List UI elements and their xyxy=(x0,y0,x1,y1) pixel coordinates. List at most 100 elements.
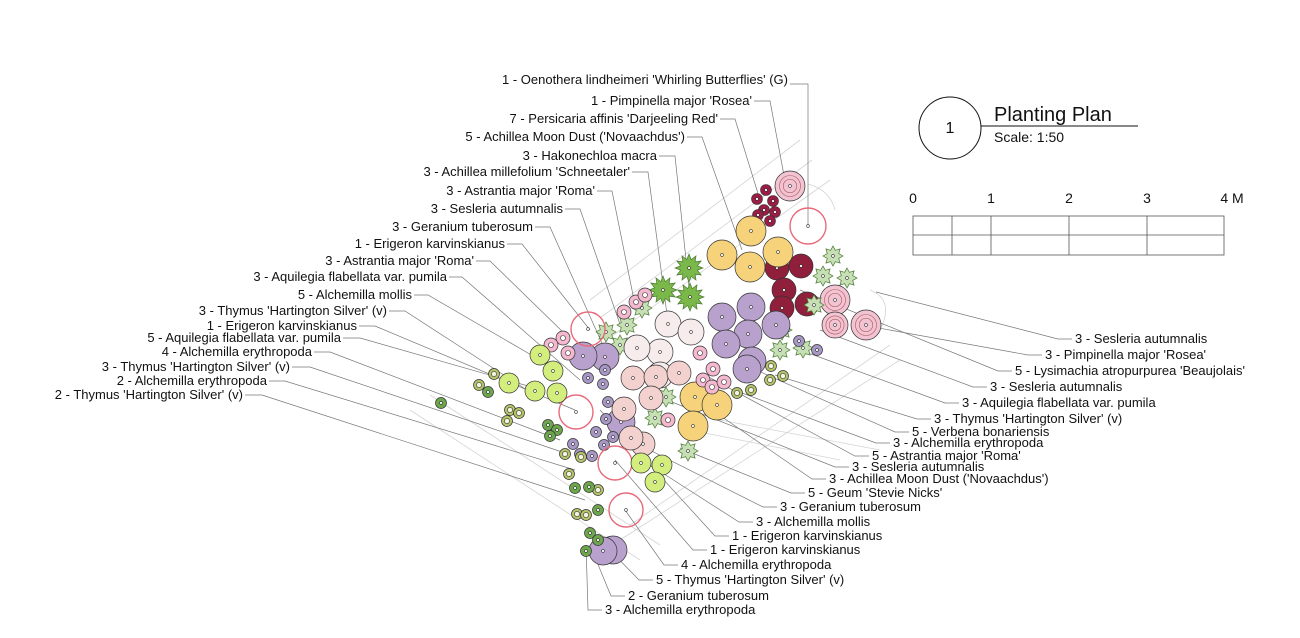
leader-line xyxy=(659,155,691,298)
plant-centre-dot xyxy=(689,330,693,334)
leader-line xyxy=(476,260,567,336)
plant-centre-dot xyxy=(573,486,577,490)
erigeron-symbol xyxy=(608,492,644,528)
plant-centre-dot xyxy=(693,395,697,399)
plant-centre-dot xyxy=(631,376,635,380)
plant-centre-dot xyxy=(590,454,594,458)
leader-line xyxy=(741,392,890,444)
leader-line xyxy=(389,310,531,393)
plant-label: 3 - Geranium tuberosum xyxy=(392,219,533,234)
plant-label: 5 - Geum 'Stevie Nicks' xyxy=(808,485,942,500)
plant-label: 4 - Alchemilla erythropoda xyxy=(681,557,832,572)
drawing-number: 1 xyxy=(946,120,955,137)
plant-label: 3 - Thymus 'Hartington Silver' (v) xyxy=(934,411,1122,426)
plant-centre-dot xyxy=(677,371,681,375)
leader-line xyxy=(704,374,869,457)
plant-centre-dot xyxy=(812,303,816,307)
thymus-centre xyxy=(476,382,482,388)
plant-centre-dot xyxy=(773,210,777,214)
thymus-centre xyxy=(562,451,568,457)
plant-centre-dot xyxy=(776,250,780,254)
plant-centre-dot xyxy=(603,368,607,372)
astrantia-centre xyxy=(700,377,706,383)
leader-line xyxy=(292,366,566,454)
plant-label: 3 - Thymus 'Hartington Silver' (v) xyxy=(102,359,290,374)
plant-centre-dot xyxy=(555,428,559,432)
plant-centre-dot xyxy=(780,306,784,310)
plant-label: 2 - Thymus 'Hartington Silver' (v) xyxy=(55,387,243,402)
plant-centre-dot xyxy=(720,253,724,257)
thymus-centre xyxy=(504,418,510,424)
leader-line xyxy=(314,351,561,441)
erigeron-symbol xyxy=(789,207,827,245)
plant-label: 1 - Oenothera lindheimeri 'Whirling Butt… xyxy=(502,72,788,87)
scale-bar: 0 1 2 3 4 M xyxy=(909,190,1244,256)
leader-line xyxy=(245,394,586,501)
plan-title: Planting Plan xyxy=(994,104,1112,126)
plant-label: 5 - Aquilegia flabellata var. pumila xyxy=(147,330,341,345)
leader-line xyxy=(687,136,743,251)
plant-label: 5 - Alchemilla mollis xyxy=(298,287,413,302)
plant-centre-dot xyxy=(833,323,837,327)
plant-centre-dot xyxy=(596,508,600,512)
plant-centre-dot xyxy=(439,401,443,405)
plant-centre-dot xyxy=(548,434,552,438)
plant-centre-dot xyxy=(821,274,825,278)
plant-centre-dot xyxy=(764,188,768,192)
plant-centre-dot xyxy=(654,375,658,379)
pimpinella-inner-ring xyxy=(779,175,801,197)
thymus-centre xyxy=(507,407,513,413)
plant-centre-dot xyxy=(688,295,692,299)
leader-line xyxy=(649,464,753,523)
plant-centre-dot xyxy=(724,342,728,346)
plant-label: 3 - Sesleria autumnalis xyxy=(990,379,1123,394)
plant-centre-dot xyxy=(594,430,598,434)
plant-centre-dot xyxy=(845,276,849,280)
astrantia-centre xyxy=(709,384,715,390)
plant-label: 3 - Pimpinella major 'Rosea' xyxy=(1045,347,1206,362)
plant-label: 2 - Alchemilla erythropoda xyxy=(117,373,268,388)
leader-line xyxy=(507,243,591,331)
plant-label: 3 - Sesleria autumnalis xyxy=(1075,331,1208,346)
plant-label: 3 - Alchemilla mollis xyxy=(756,514,871,529)
plant-label: 5 - Astrantia major 'Roma' xyxy=(872,448,1021,463)
plant-centre-dot xyxy=(586,376,590,380)
plant-centre-dot xyxy=(756,213,760,217)
thymus-centre xyxy=(768,363,774,369)
plant-centre-dot xyxy=(606,400,610,404)
scale-label: 0 xyxy=(909,190,917,206)
leader-line xyxy=(774,374,931,420)
plant-label: 5 - Verbena bonariensis xyxy=(912,424,1050,439)
plant-centre-dot xyxy=(746,332,750,336)
thymus-centre xyxy=(583,512,589,518)
plant-centre-dot xyxy=(806,224,810,228)
thymus-centre xyxy=(734,390,740,396)
plant-centre-dot xyxy=(771,199,775,203)
plant-centre-dot xyxy=(666,322,670,326)
thymus-centre xyxy=(595,487,601,493)
plant-label: 1 - Erigeron karvinskianus xyxy=(355,236,506,251)
plant-label: 3 - Geranium tuberosum xyxy=(780,499,921,514)
thymus-centre xyxy=(578,454,584,460)
leader-line xyxy=(535,226,606,351)
leader-line xyxy=(711,409,826,480)
leader-line xyxy=(799,349,959,404)
plant-centre-dot xyxy=(640,306,644,310)
plant-label: 5 - Lysimachia atropurpurea 'Beaujolais' xyxy=(1015,363,1245,378)
plant-label: 3 - Achillea Moon Dust ('Novaachdus') xyxy=(829,471,1049,486)
plant-centre-dot xyxy=(658,350,662,354)
plant-centre-dot xyxy=(797,339,801,343)
plant-centre-dot xyxy=(788,184,792,188)
leader-line xyxy=(614,459,707,551)
pimpinella-inner-ring xyxy=(858,317,874,333)
plant-centre-dot xyxy=(833,298,837,302)
plant-centre-dot xyxy=(613,461,617,465)
plant-centre-dot xyxy=(755,197,759,201)
plant-centre-dot xyxy=(571,442,575,446)
astrantia-centre xyxy=(621,309,627,315)
plant-label: 3 - Sesleria autumnalis xyxy=(852,459,985,474)
plant-centre-dot xyxy=(486,390,490,394)
plant-centre-dot xyxy=(653,480,657,484)
pimpinella-inner-ring xyxy=(855,314,877,336)
pimpinella-inner-ring xyxy=(825,315,845,335)
